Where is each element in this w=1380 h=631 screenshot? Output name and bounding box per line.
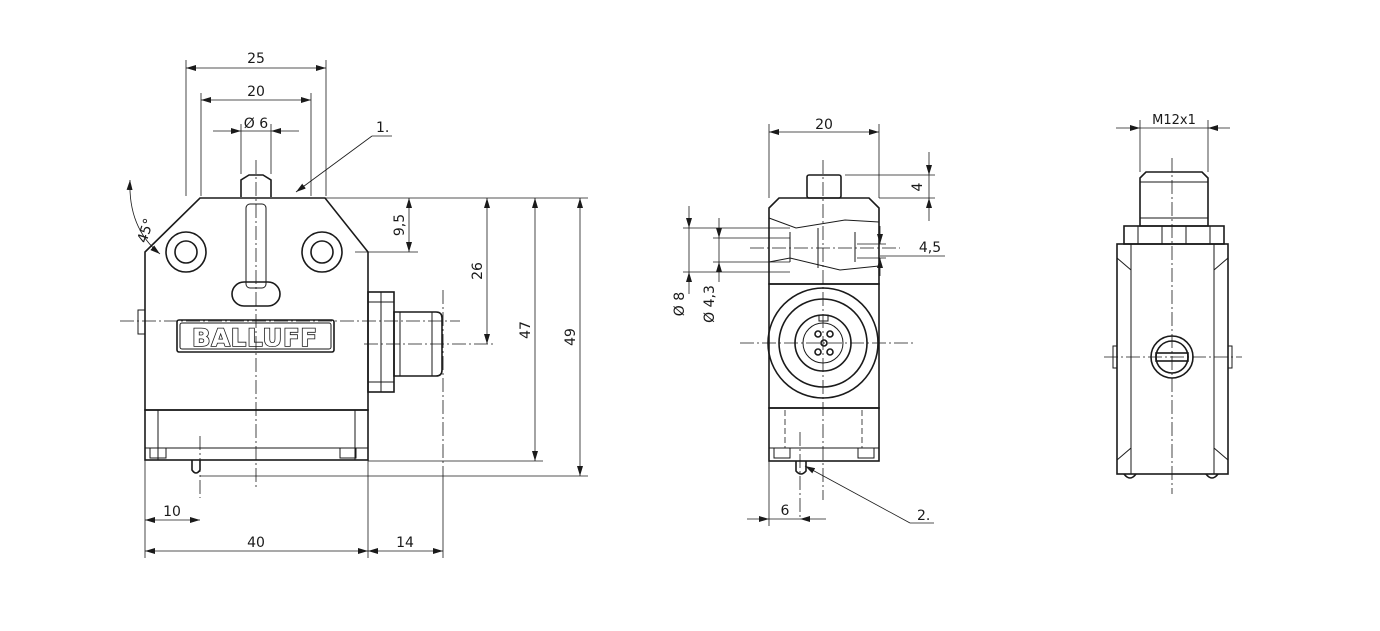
side-dim-4-label: 4 — [910, 182, 926, 191]
dim-47-label: 47 — [518, 321, 534, 339]
dim-10-label: 10 — [163, 504, 181, 520]
dim-49-label: 49 — [563, 328, 579, 346]
dim-26-label: 26 — [470, 262, 486, 280]
callout-2-label: 2. — [917, 508, 930, 524]
dim-dia6-label: Ø 6 — [244, 116, 268, 132]
rear-view — [1104, 158, 1242, 494]
thread-label: M12x1 — [1152, 113, 1196, 128]
side-view — [740, 160, 915, 520]
front-dimensions: 25 20 Ø 6 1. 45° 9,5 26 47 4 — [126, 51, 588, 558]
side-dim-4-5-label: 4,5 — [919, 240, 941, 256]
dim-9-5-label: 9,5 — [392, 214, 408, 236]
brand-logo: BALLUFF — [192, 324, 318, 352]
dim-40-label: 40 — [247, 535, 265, 551]
mounting-hole-left — [165, 231, 207, 273]
rear-dimensions: M12x1 — [1116, 113, 1230, 172]
side-dia4-3-label: Ø 4,3 — [702, 285, 718, 323]
mounting-hole-right — [301, 231, 343, 273]
angle-45-label: 45° — [135, 216, 158, 245]
dim-20-label: 20 — [247, 84, 265, 100]
side-dimensions: 20 4 4,5 Ø 8 Ø 4,3 6 — [672, 117, 945, 526]
front-view: BALLUFF — [120, 160, 495, 498]
side-dim-20-label: 20 — [815, 117, 833, 133]
callout-1-label: 1. — [376, 120, 389, 136]
side-dim-6-label: 6 — [781, 503, 790, 519]
dim-25-label: 25 — [247, 51, 265, 67]
side-dia8-label: Ø 8 — [672, 292, 688, 316]
dim-14-label: 14 — [396, 535, 414, 551]
